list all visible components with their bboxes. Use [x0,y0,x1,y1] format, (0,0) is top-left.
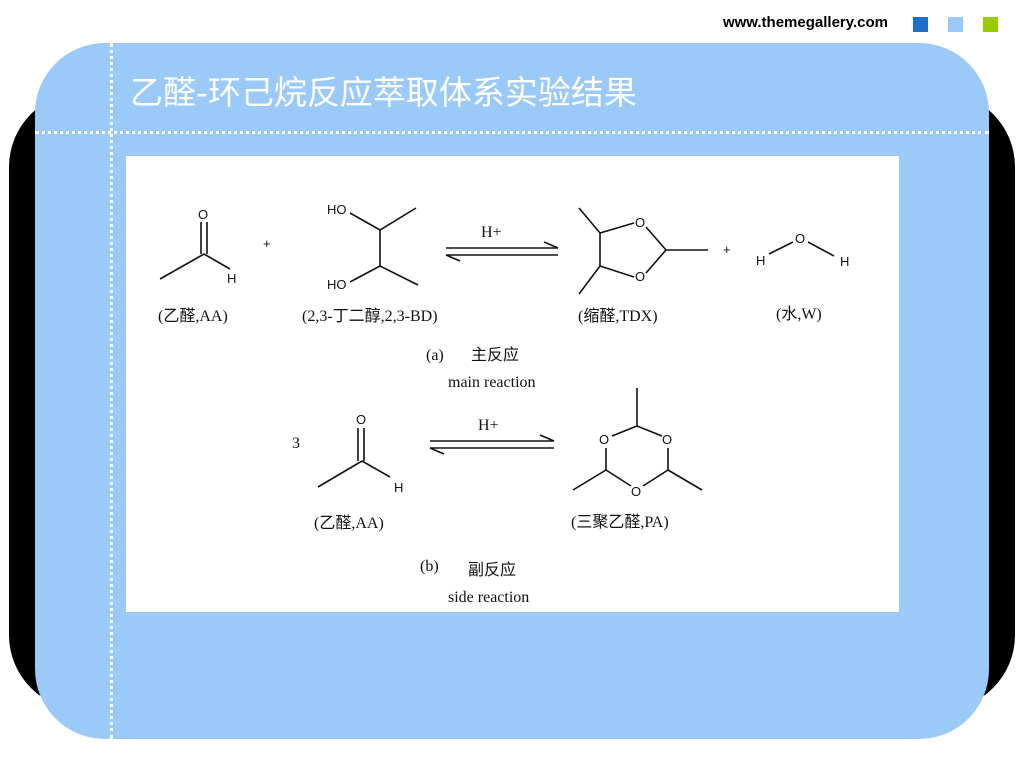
reaction-b-tag: (b) [420,558,439,575]
coefficient-3: 3 [292,435,300,452]
butanediol-structure: HO HO [327,202,419,292]
atom-o-water: O [795,231,805,246]
acetaldehyde-structure-b: O H [317,412,403,495]
label-paraldehyde: (三聚乙醛,PA) [571,513,669,531]
reaction-a-en: main reaction [448,374,536,391]
slide-title: 乙醛-环己烷反应萃取体系实验结果 [130,73,637,112]
atom-o-ring-top: O [635,215,645,230]
atom-o-pa-bottom: O [631,484,641,499]
vertical-dotted-line [110,43,113,739]
reaction-b-cn: 副反应 [468,560,516,579]
atom-h-water-right: H [840,254,849,269]
reaction-a-tag: (a) [426,347,444,364]
reaction-b-en: side reaction [448,589,529,606]
plus-sign-2: + [723,242,731,257]
header-square-blue [913,17,928,32]
header-square-lightblue [948,17,963,32]
site-url[interactable]: www.themegallery.com [722,14,888,31]
plus-sign-1: + [263,236,271,251]
atom-o-b: O [356,412,366,427]
atom-o-pa-left: O [599,432,609,447]
water-structure: O H H [756,231,849,269]
atom-ho-top: HO [327,202,347,217]
paraldehyde-structure: O O O [572,388,703,499]
catalyst-b: H+ [478,417,499,434]
horizontal-dotted-line [35,131,989,134]
header-square-green [983,17,998,32]
acetal-structure: O O [578,207,708,295]
equilibrium-arrow-b [429,434,555,455]
label-butanediol: (2,3-丁二醇,2,3-BD) [302,307,438,325]
label-water: (水,W) [776,305,822,323]
atom-h-b: H [394,480,403,495]
reaction-a-cn: 主反应 [471,345,519,364]
atom-h: H [227,271,236,286]
atom-o-ring-bottom: O [635,269,645,284]
reaction-figure: O H (乙醛,AA) + HO HO (2,3-丁二醇,2,3-BD) H+ [126,156,899,612]
atom-o-pa-right: O [662,432,672,447]
acetaldehyde-structure-a: O H [159,207,236,286]
atom-o: O [198,207,208,222]
catalyst-a: H+ [481,224,502,241]
label-acetaldehyde-b: (乙醛,AA) [314,514,384,532]
label-acetaldehyde-a: (乙醛,AA) [158,307,228,325]
reaction-scheme: O H (乙醛,AA) + HO HO (2,3-丁二醇,2,3-BD) H+ [158,202,849,606]
equilibrium-arrow-a [445,241,559,262]
label-acetal: (缩醛,TDX) [578,307,658,325]
atom-ho-bottom: HO [327,277,347,292]
atom-h-water-left: H [756,253,765,268]
